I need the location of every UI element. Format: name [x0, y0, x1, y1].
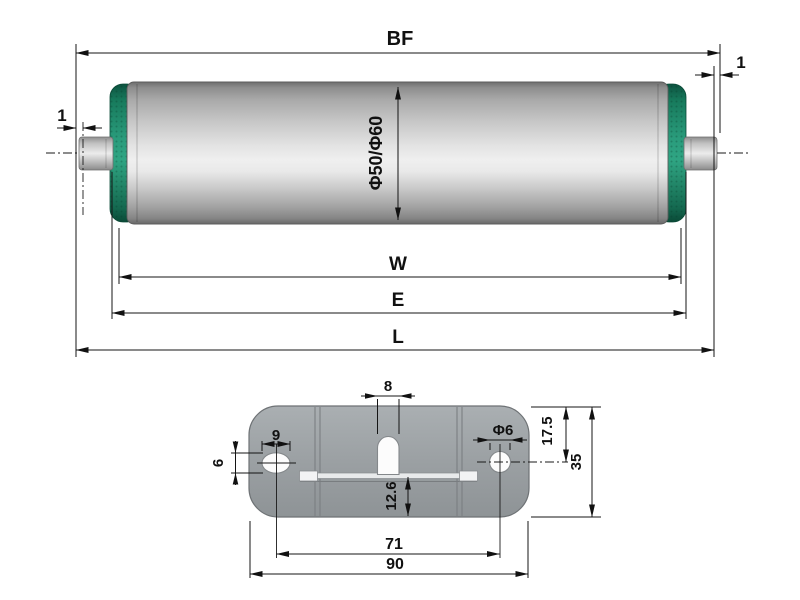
dim-label-l: L	[392, 327, 404, 348]
dim-label-diameter: Φ50/Φ60	[366, 116, 386, 191]
arrow-lhole-bottom	[232, 473, 239, 485]
arrow-slot-right	[399, 393, 412, 399]
dim-label-rib-offset: 12.6	[383, 481, 400, 510]
dim-label-bf: BF	[387, 28, 414, 50]
dim-label-lhole-width: 9	[272, 427, 280, 444]
bracket-top-view	[248, 405, 568, 558]
roller-shaft-right	[683, 136, 718, 171]
bracket-dimensions: 8 9 6 Φ6 17.5 35 12.6 71	[210, 378, 601, 578]
dim-label-w: W	[389, 254, 407, 275]
rib-tab-left	[299, 470, 318, 482]
dim-label-e: E	[392, 290, 405, 311]
roller-shaft-left	[78, 136, 114, 171]
dim-label-plate-width: 90	[386, 556, 404, 573]
dim-label-hole-offset: 17.5	[539, 416, 556, 445]
dim-label-hole-spacing: 71	[385, 536, 403, 553]
dim-label-lhole-height: 6	[210, 459, 227, 467]
dim-label-plate-height: 35	[568, 454, 585, 471]
bracket-center-slot	[376, 436, 400, 476]
dim-label-gap-left: 1	[57, 106, 66, 125]
arrow-lhole-top	[232, 441, 239, 453]
dim-label-rhole-dia: Φ6	[493, 422, 514, 439]
dim-label-gap-right: 1	[736, 53, 745, 72]
rib-tab-right	[459, 470, 478, 482]
arrow-slot-left	[365, 393, 378, 399]
dim-label-slot-width: 8	[384, 378, 392, 395]
arrow-rhole-left	[477, 437, 490, 443]
arrow-rhole-right	[510, 437, 523, 443]
roller-dimensions: BF 1 1 Φ50/Φ60 W E L	[57, 28, 746, 353]
